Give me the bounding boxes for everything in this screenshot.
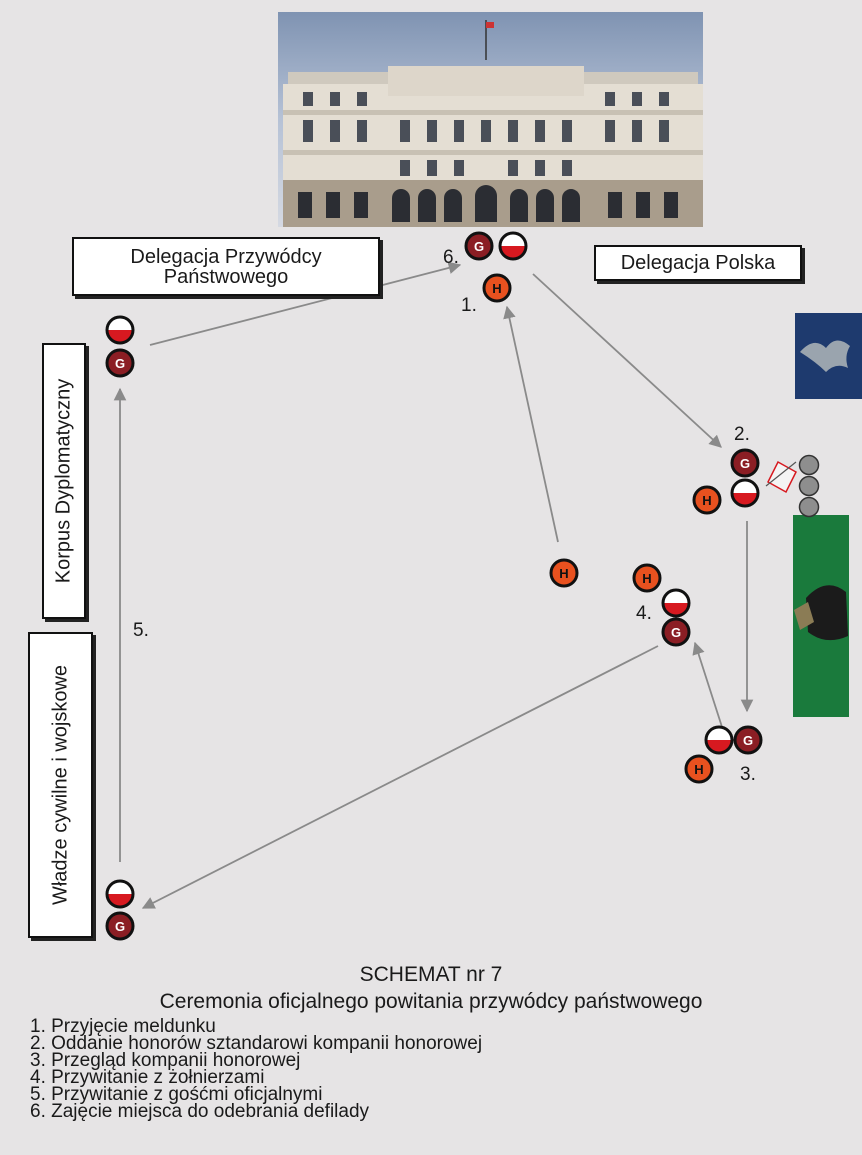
polish-flag-marker <box>105 879 135 909</box>
guest-marker: G <box>464 231 494 261</box>
polish-flag-marker <box>105 315 135 345</box>
legend-item: 4. Przywitanie z żołnierzami <box>30 1067 265 1088</box>
guest-letter: G <box>115 356 125 371</box>
polish-flag-marker <box>661 588 691 618</box>
legend-item: 1. Przyjęcie meldunku <box>30 1016 216 1037</box>
honor-guard-marker: H <box>632 563 662 593</box>
route-markers: G H G G H H H G G H G <box>105 231 763 941</box>
polish-flag-marker <box>498 231 528 261</box>
step-number-6: 6. <box>443 247 459 268</box>
honor-letter: H <box>559 566 568 581</box>
guest-marker: G <box>730 448 760 478</box>
honor-guard-marker: H <box>692 485 722 515</box>
step-number-4: 4. <box>636 603 652 624</box>
polish-flag-marker <box>730 478 760 508</box>
diagram-subtitle: Ceremonia oficjalnego powitania przywódc… <box>159 990 703 1013</box>
honor-letter: H <box>702 493 711 508</box>
route-arrows <box>113 261 754 909</box>
step-number-2: 2. <box>734 424 750 445</box>
honor-letter: H <box>642 571 651 586</box>
honor-guard-marker: H <box>684 754 714 784</box>
polish-flag-marker <box>704 725 734 755</box>
leader-delegation-label: Delegacja Przywódcy Państwowego <box>72 237 380 296</box>
polish-delegation-label: Delegacja Polska <box>594 245 802 281</box>
civil-military-authorities-label: Władze cywilne i wojskowe <box>28 632 93 938</box>
legend-item: 3. Przegląd kompanii honorowej <box>30 1050 301 1071</box>
eagle-emblem <box>795 313 862 399</box>
guest-letter: G <box>743 733 753 748</box>
honor-guard-marker: H <box>482 273 512 303</box>
honor-guard-marker: H <box>549 558 579 588</box>
guest-letter: G <box>474 239 484 254</box>
step-number-5: 5. <box>133 620 149 641</box>
palace-photo <box>278 12 703 227</box>
guest-marker: G <box>105 911 135 941</box>
guest-letter: G <box>740 456 750 471</box>
guest-letter: G <box>115 919 125 934</box>
steps-legend: 1. Przyjęcie meldunku 2. Oddanie honorów… <box>30 1016 483 1122</box>
legend-item: 5. Przywitanie z gośćmi oficjalnymi <box>30 1084 323 1105</box>
diagram-title: SCHEMAT nr 7 <box>359 963 503 986</box>
honor-letter: H <box>694 762 703 777</box>
legend-item: 2. Oddanie honorów sztandarowi kompanii … <box>30 1033 483 1054</box>
honor-company-block <box>793 515 849 717</box>
guest-letter: G <box>671 625 681 640</box>
guest-marker: G <box>661 617 691 647</box>
guest-marker: G <box>105 348 135 378</box>
diplomatic-corps-label: Korpus Dyplomatyczny <box>42 343 86 619</box>
honor-letter: H <box>492 281 501 296</box>
step-number-1: 1. <box>461 295 477 316</box>
step-number-3: 3. <box>740 764 756 785</box>
legend-item: 6. Zajęcie miejsca do odebrania defilady <box>30 1101 370 1122</box>
standard-bearers <box>765 454 820 518</box>
guest-marker: G <box>733 725 763 755</box>
